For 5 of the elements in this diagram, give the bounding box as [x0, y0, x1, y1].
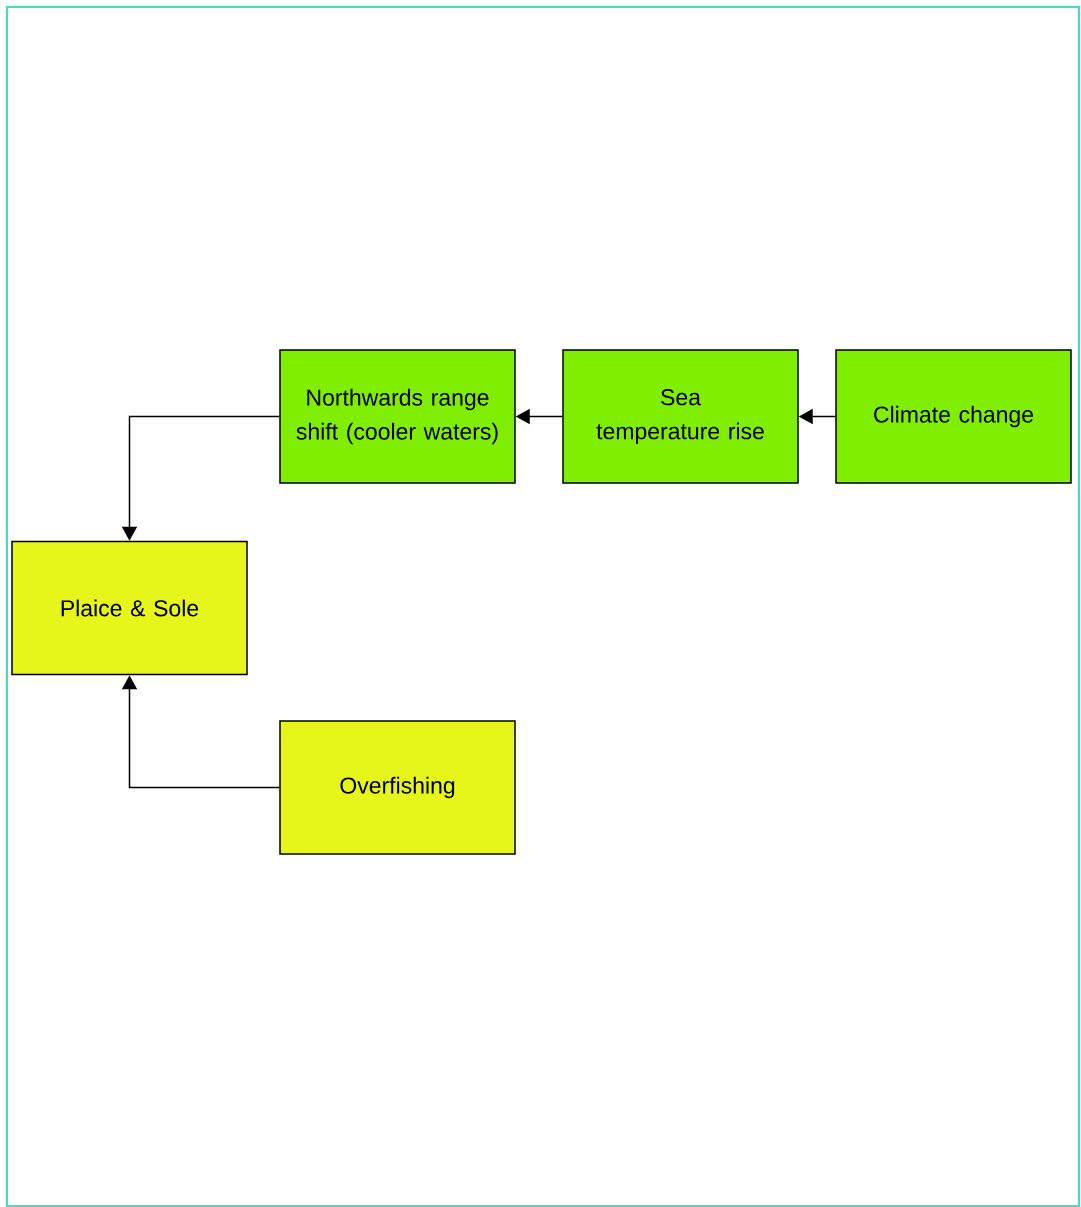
process-box: Northwards range shift (cooler waters) — [279, 349, 516, 484]
process-box: Sea temperature rise — [562, 349, 799, 484]
process-box: Climate change — [835, 349, 1072, 484]
process-box: Overfishing — [279, 720, 516, 855]
process-box: Plaice & Sole — [11, 540, 248, 676]
